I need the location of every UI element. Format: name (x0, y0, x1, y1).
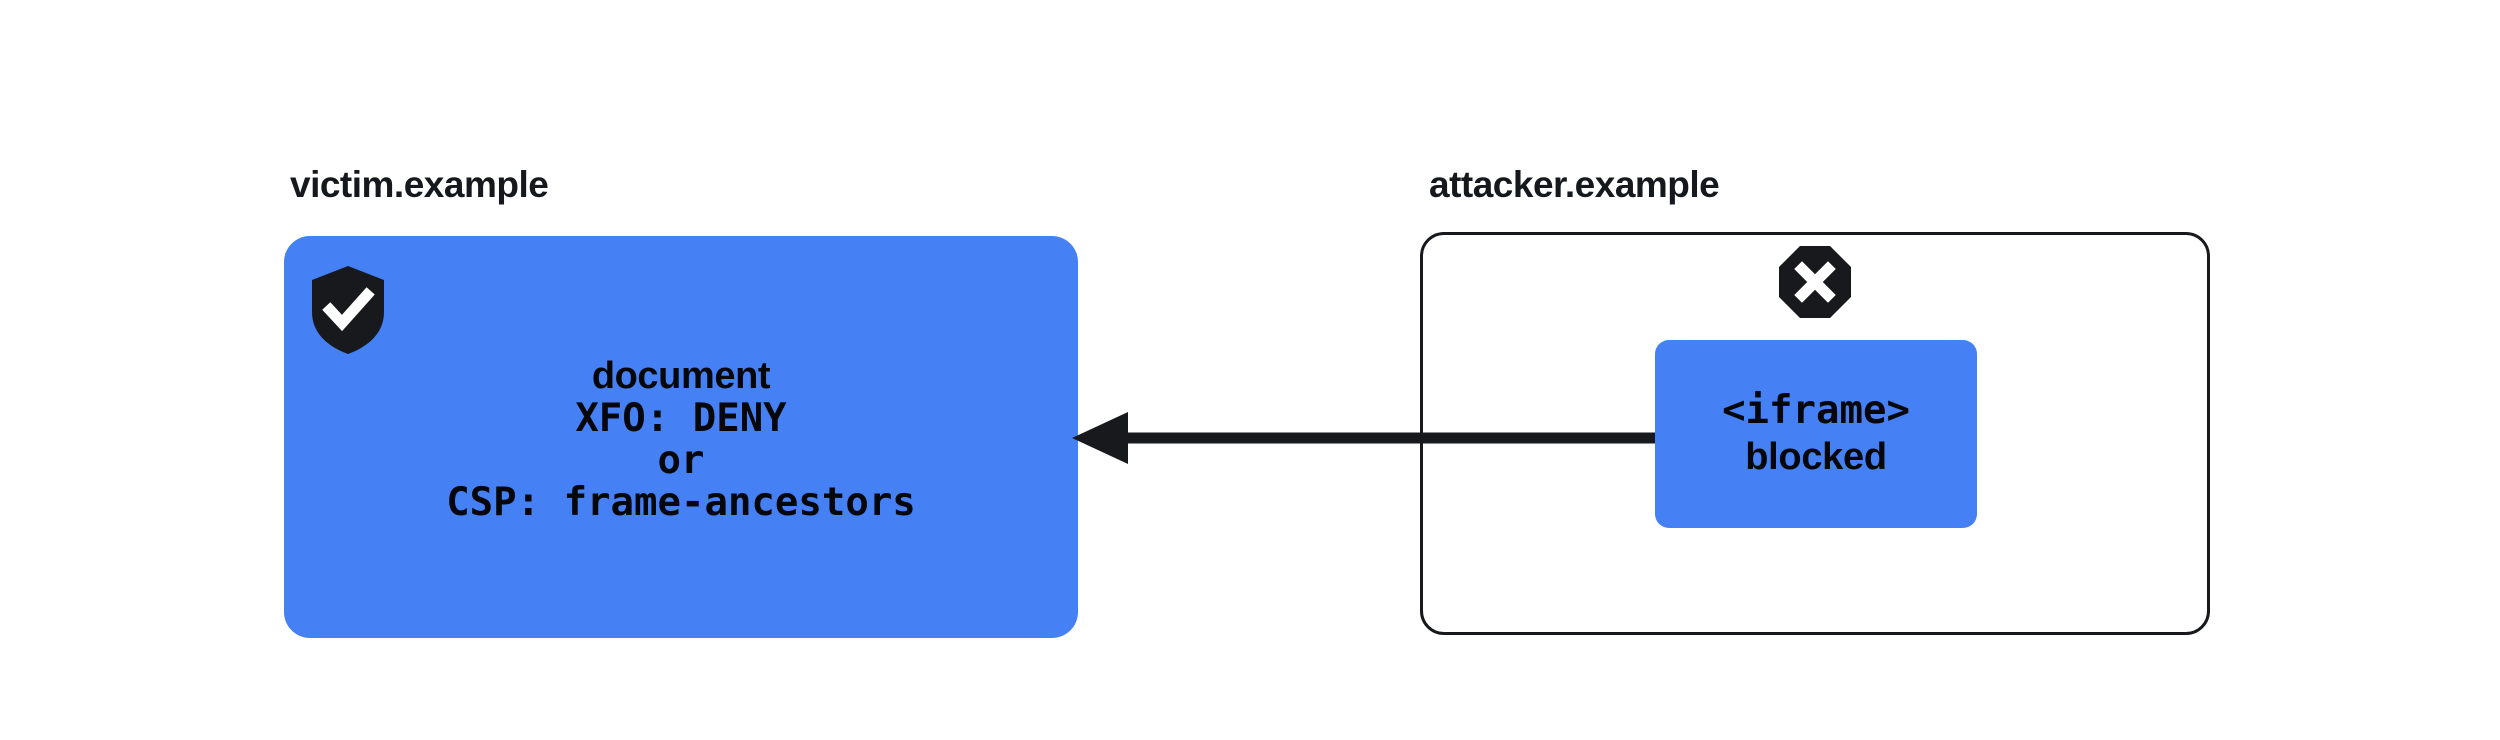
octagon-x-icon (1779, 246, 1851, 318)
victim-header-conjunction: or (657, 437, 705, 483)
victim-header-csp: CSP: frame-ancestors (446, 479, 916, 525)
victim-origin-panel: document XFO: DENY or CSP: frame-ancesto… (284, 236, 1078, 638)
framing-attempt-arrow (1072, 412, 1668, 464)
attacker-origin-label: attacker.example (1429, 164, 1720, 205)
victim-header-xfo: XFO: DENY (575, 395, 787, 441)
iframe-state-label: blocked (1745, 435, 1887, 478)
victim-origin-label: victim.example (290, 164, 549, 205)
shield-check-icon (312, 266, 384, 354)
victim-resource-label: document (591, 354, 771, 397)
blocked-iframe-chip: <iframe> blocked (1655, 340, 1977, 528)
iframe-tag-label: <iframe> (1722, 387, 1910, 433)
victim-policy-stack: document XFO: DENY or CSP: frame-ancesto… (284, 236, 1078, 638)
